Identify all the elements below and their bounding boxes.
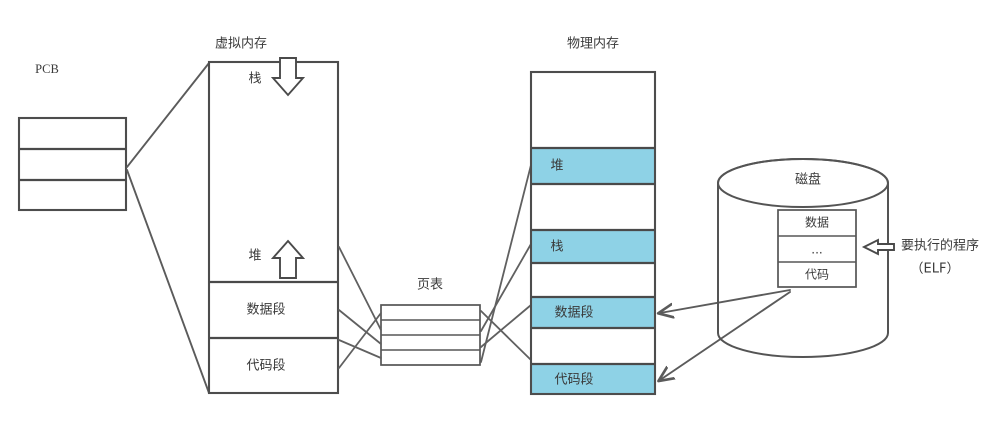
disk-cylinder <box>717 158 889 358</box>
virtual-memory-segment-heap-label: 堆 <box>248 249 261 264</box>
disk-file-row-ellipsis-label: ... <box>811 243 822 257</box>
up-arrow-icon <box>270 239 306 279</box>
virtual-memory-segment-stack-label: 栈 <box>248 72 261 87</box>
disk-file-row-data-label: 数据 <box>805 215 829 230</box>
physical-memory-label: 物理内存 <box>567 36 619 52</box>
virtual-memory-segment-code-label: 代码段 <box>246 359 285 374</box>
physical-memory-cell-data-label: 数据段 <box>554 306 593 321</box>
physical-memory-cell-data-fill <box>531 297 655 328</box>
physical-memory-cell-code-fill <box>531 364 655 394</box>
disk-to-physical-memory-load-arrows <box>660 289 791 380</box>
page-table-box <box>380 304 481 366</box>
pcb-label: PCB <box>35 62 59 76</box>
pcb-to-virtual-memory-connectors <box>126 62 210 394</box>
disk-annotation-line2: （ELF） <box>911 262 960 277</box>
virtual-memory-box <box>207 60 340 395</box>
physical-memory-box <box>529 70 657 396</box>
disk-annotation-line1: 要执行的程序 <box>901 238 979 254</box>
disk-file-row-code-label: 代码 <box>805 268 829 282</box>
page-table-label: 页表 <box>417 278 443 293</box>
virtual-to-page-table-mapping-lines <box>338 246 382 369</box>
pcb-box <box>17 116 128 212</box>
page-table-to-physical-memory-mapping-lines <box>480 164 532 363</box>
physical-memory-cell-stack-fill <box>531 230 655 263</box>
physical-memory-cell-heap-fill <box>531 148 655 184</box>
virtual-memory-segment-data-label: 数据段 <box>246 303 285 318</box>
disk-file-box <box>777 209 857 288</box>
disk-label: 磁盘 <box>795 172 821 188</box>
down-arrow-icon <box>270 57 306 97</box>
left-arrow-icon <box>861 238 895 256</box>
physical-memory-cell-stack-label: 栈 <box>550 240 563 255</box>
physical-memory-cell-heap-label: 堆 <box>550 159 563 174</box>
virtual-memory-label: 虚拟内存 <box>215 36 267 52</box>
physical-memory-cell-code-label: 代码段 <box>554 373 593 388</box>
